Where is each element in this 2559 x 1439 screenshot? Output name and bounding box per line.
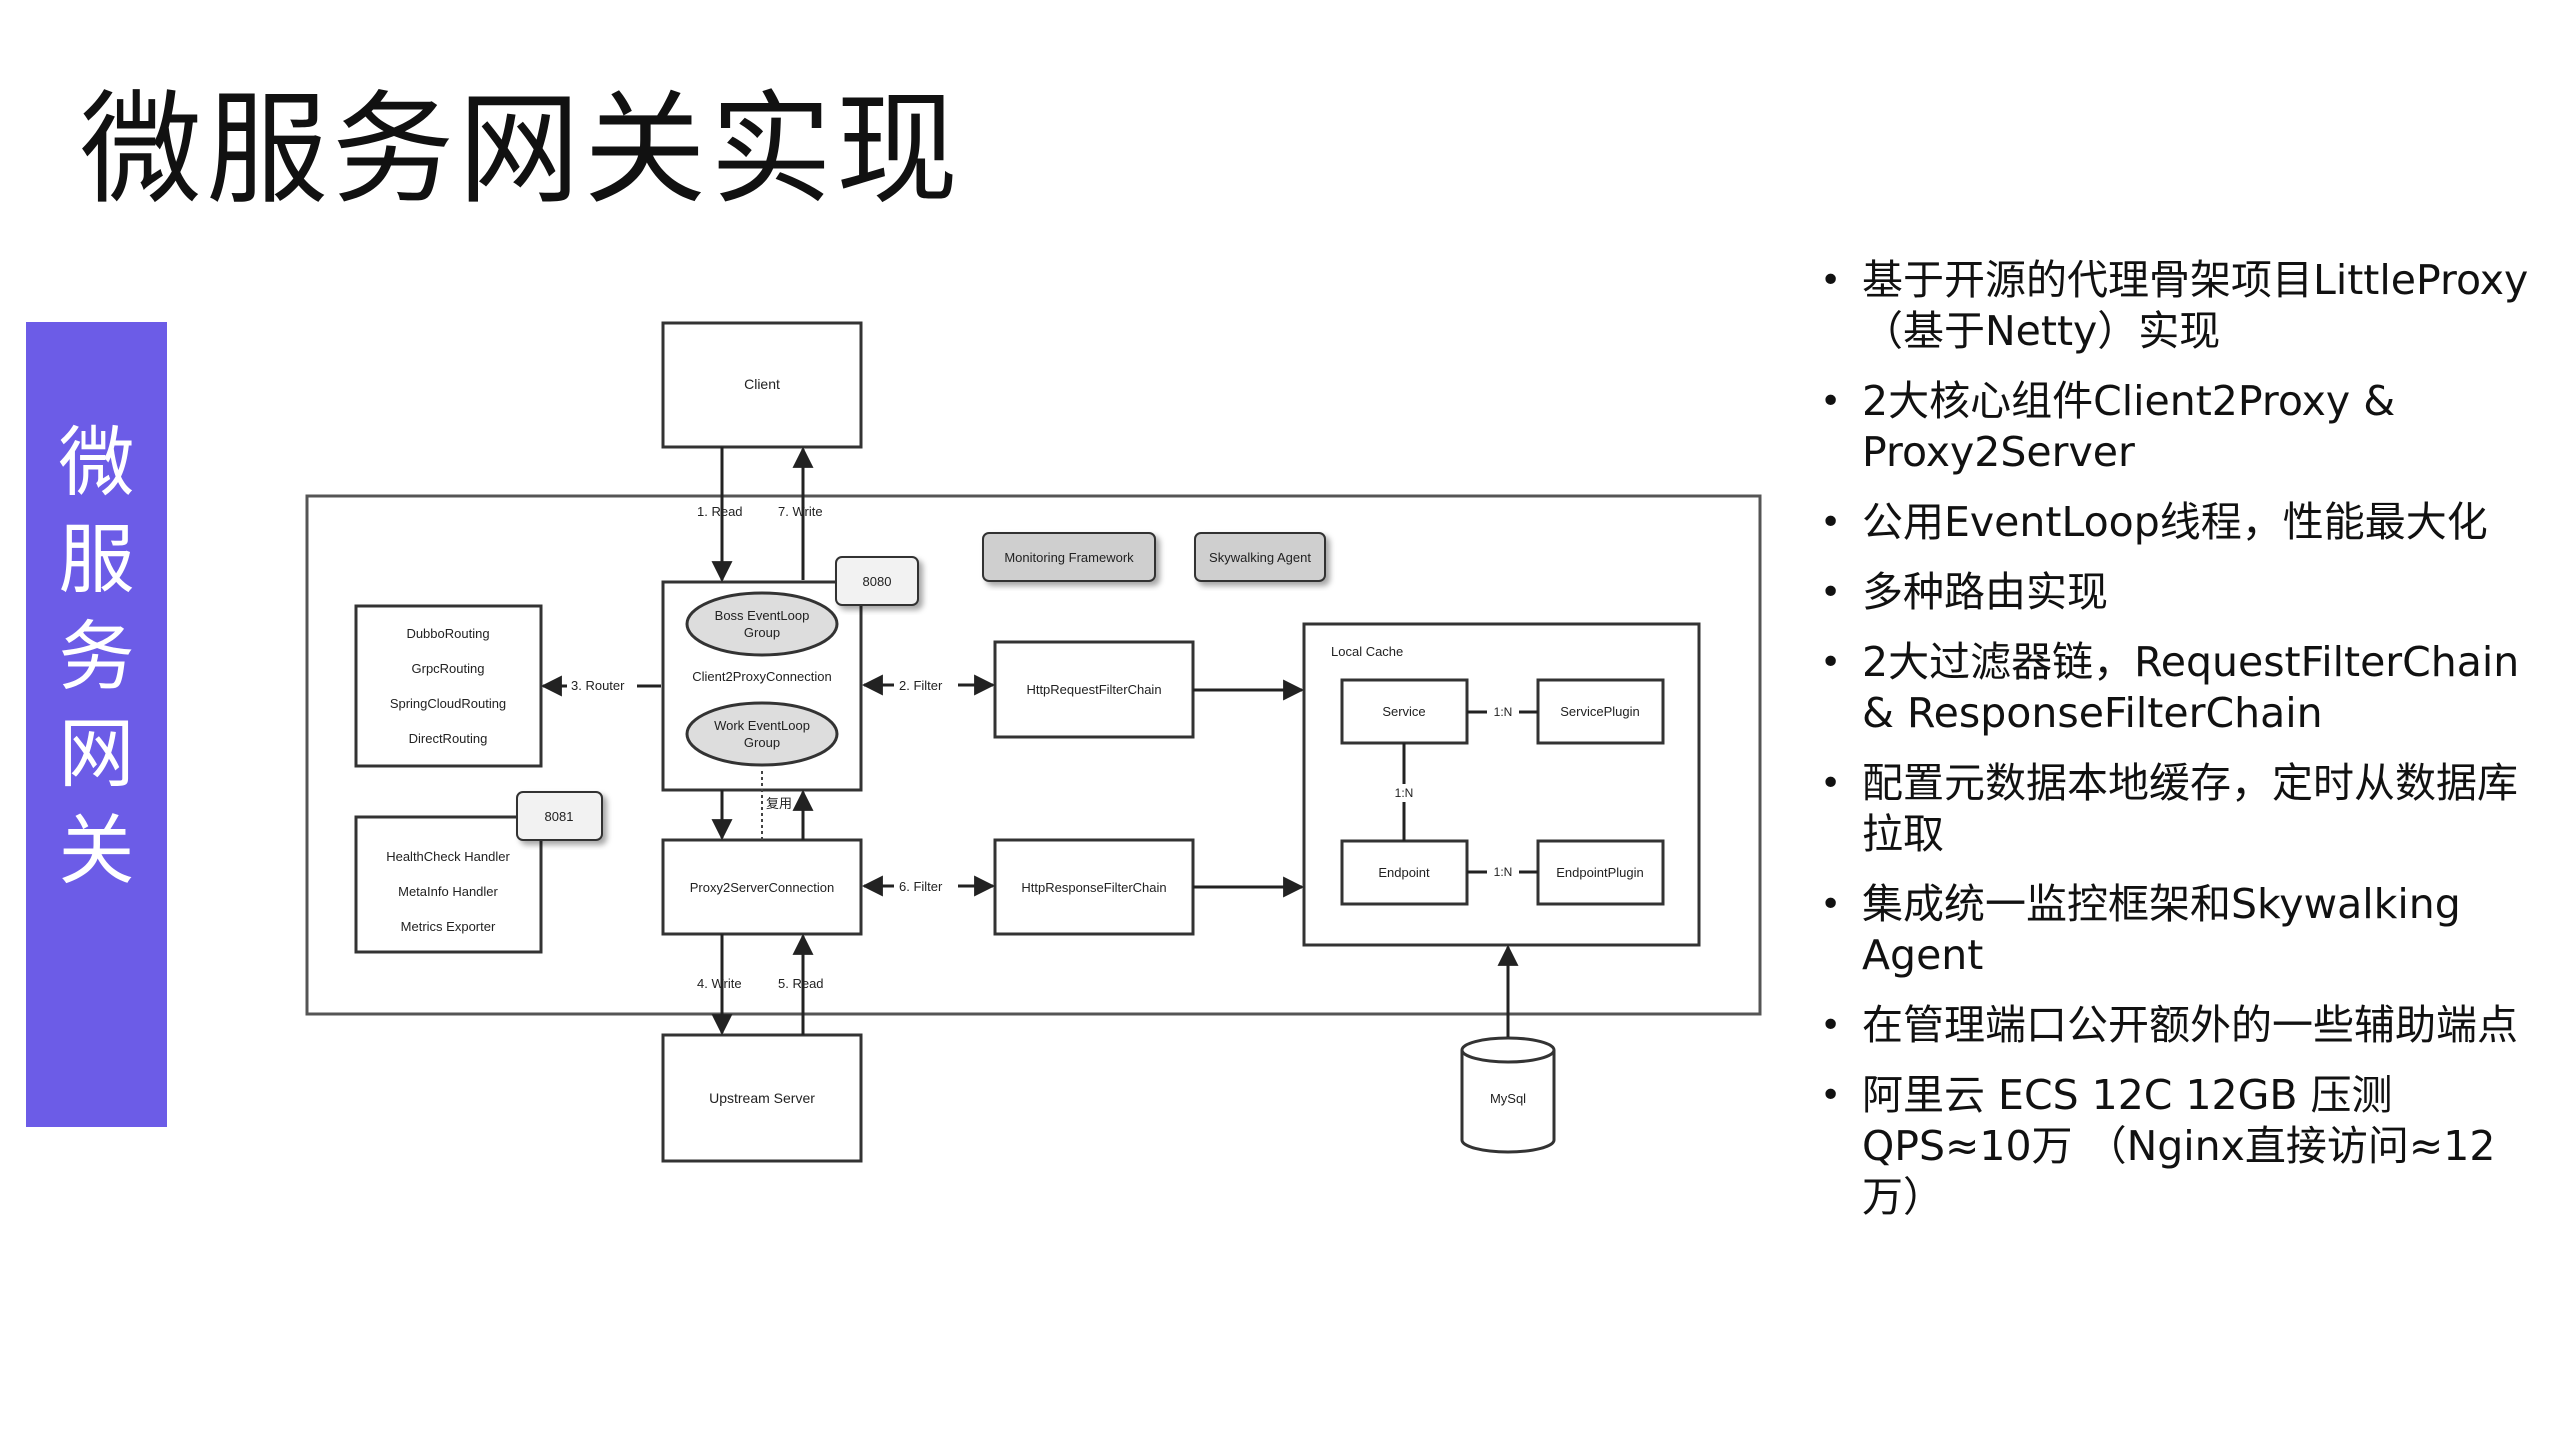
- list-item: • 公用EventLoop线程，性能最大化: [1812, 497, 2532, 548]
- request-filter-chain-box: [993, 640, 1195, 739]
- service-rel-label: 1:N: [1494, 705, 1513, 719]
- service-label: Service: [1382, 704, 1425, 719]
- edge-filter-2-label: 2. Filter: [899, 678, 943, 693]
- endpoint-plugin-box: [1536, 839, 1665, 906]
- list-item-text: 2大过滤器链，RequestFilterChain & ResponseFilt…: [1862, 638, 2520, 737]
- bullet-marker: •: [1820, 260, 1842, 301]
- list-item: • 基于开源的代理骨架项目LittleProxy（基于Netty）实现: [1812, 255, 2532, 357]
- endpoint-rel-label: 1:N: [1494, 865, 1513, 879]
- list-item: • 2大核心组件Client2Proxy & Proxy2Server: [1812, 376, 2532, 478]
- architecture-diagram: Client Upstream Server Boss EventLoop Gr…: [305, 321, 1762, 1163]
- list-item-text: 集成统一监控框架和Skywalking Agent: [1862, 880, 2461, 979]
- boss-eventloop-group: [685, 591, 839, 657]
- side-banner-char: 关: [58, 806, 135, 895]
- work-group-line2: Group: [744, 735, 780, 750]
- bullet-marker: •: [1820, 763, 1842, 804]
- list-item-text: 2大核心组件Client2Proxy & Proxy2Server: [1862, 377, 2396, 476]
- feature-list: • 基于开源的代理骨架项目LittleProxy（基于Netty）实现 • 2大核心…: [1812, 255, 2532, 1242]
- list-item-text: 配置元数据本地缓存，定时从数据库拉取: [1862, 759, 2518, 858]
- list-item-text: 阿里云 ECS 12C 12GB 压测QPS≈10万 （Nginx直接访问≈12…: [1862, 1071, 2496, 1221]
- response-filter-chain-label: HttpResponseFilterChain: [1021, 880, 1166, 895]
- routing-item: DubboRouting: [406, 626, 489, 641]
- bullet-marker: •: [1820, 642, 1842, 683]
- routing-box: [354, 604, 543, 768]
- side-banner: 微 服 务 网 关: [26, 322, 167, 1127]
- list-item-text: 公用EventLoop线程，性能最大化: [1862, 498, 2488, 546]
- edge-write-4-label: 4. Write: [697, 976, 742, 991]
- handler-item: HealthCheck Handler: [386, 849, 510, 864]
- service-plugin-box: [1536, 678, 1665, 745]
- side-banner-char: 微: [58, 418, 135, 507]
- skywalking-label: Skywalking Agent: [1209, 550, 1311, 565]
- list-item-text: 多种路由实现: [1862, 568, 2108, 616]
- reuse-label: 复用: [766, 796, 792, 811]
- bullet-marker: •: [1820, 1005, 1842, 1046]
- skywalking-badge: [1194, 532, 1326, 582]
- routing-item: SpringCloudRouting: [390, 696, 506, 711]
- handlers-box: [354, 815, 543, 954]
- work-eventloop-group: [685, 701, 839, 767]
- server-connection-box: [661, 838, 863, 936]
- port-8081-label: 8081: [545, 809, 574, 824]
- response-filter-chain-box: [993, 838, 1195, 936]
- port-8081-badge: [516, 791, 603, 841]
- mysql-label: MySql: [1490, 1091, 1526, 1106]
- edge-filter-6-label: 6. Filter: [899, 879, 943, 894]
- bullet-marker: •: [1820, 381, 1842, 422]
- list-item: • 2大过滤器链，RequestFilterChain & ResponseFil…: [1812, 637, 2532, 739]
- edge-read-1-label: 1. Read: [697, 504, 743, 519]
- endpoint-label: Endpoint: [1378, 865, 1430, 880]
- routing-item: DirectRouting: [409, 731, 488, 746]
- upstream-label: Upstream Server: [709, 1090, 815, 1106]
- side-banner-char: 网: [58, 709, 135, 798]
- service-plugin-label: ServicePlugin: [1560, 704, 1640, 719]
- boss-group-line1: Boss EventLoop: [715, 608, 810, 623]
- work-group-line1: Work EventLoop: [714, 718, 810, 733]
- edge-write-7-label: 7. Write: [778, 504, 823, 519]
- boss-group-line2: Group: [744, 625, 780, 640]
- bullet-marker: •: [1820, 572, 1842, 613]
- edge-router-3-label: 3. Router: [571, 678, 625, 693]
- list-item: • 阿里云 ECS 12C 12GB 压测QPS≈10万 （Nginx直接访问≈1…: [1812, 1070, 2532, 1223]
- client-connection-label: Client2ProxyConnection: [692, 669, 831, 684]
- list-item: • 集成统一监控框架和Skywalking Agent: [1812, 879, 2532, 981]
- port-8080-badge: [835, 556, 919, 606]
- page-title: 微服务网关实现: [80, 79, 962, 221]
- list-item: • 多种路由实现: [1812, 567, 2532, 618]
- server-connection-label: Proxy2ServerConnection: [690, 880, 835, 895]
- routing-item: GrpcRouting: [412, 661, 485, 676]
- edge-read-5-label: 5. Read: [778, 976, 824, 991]
- bullet-marker: •: [1820, 884, 1842, 925]
- handler-item: MetaInfo Handler: [398, 884, 498, 899]
- local-cache-label: Local Cache: [1331, 644, 1403, 659]
- service-endpoint-rel-label: 1:N: [1395, 786, 1414, 800]
- side-banner-char: 服: [58, 515, 135, 604]
- monitoring-badge: [982, 532, 1156, 582]
- monitoring-label: Monitoring Framework: [1004, 550, 1134, 565]
- service-box: [1340, 678, 1469, 745]
- list-item: • 在管理端口公开额外的一些辅助端点: [1812, 1000, 2532, 1051]
- port-8080-label: 8080: [863, 574, 892, 589]
- side-banner-char: 务: [58, 612, 135, 701]
- client-box: [661, 321, 863, 449]
- request-filter-chain-label: HttpRequestFilterChain: [1026, 682, 1161, 697]
- client-label: Client: [744, 376, 780, 392]
- handler-item: Metrics Exporter: [401, 919, 496, 934]
- list-item: • 配置元数据本地缓存，定时从数据库拉取: [1812, 758, 2532, 860]
- mysql-database: [1460, 1036, 1556, 1154]
- list-item-text: 基于开源的代理骨架项目LittleProxy（基于Netty）实现: [1862, 256, 2529, 355]
- bullet-marker: •: [1820, 502, 1842, 543]
- list-item-text: 在管理端口公开额外的一些辅助端点: [1862, 1001, 2518, 1049]
- endpoint-plugin-label: EndpointPlugin: [1556, 865, 1643, 880]
- bullet-marker: •: [1820, 1075, 1842, 1116]
- upstream-box: [661, 1033, 863, 1163]
